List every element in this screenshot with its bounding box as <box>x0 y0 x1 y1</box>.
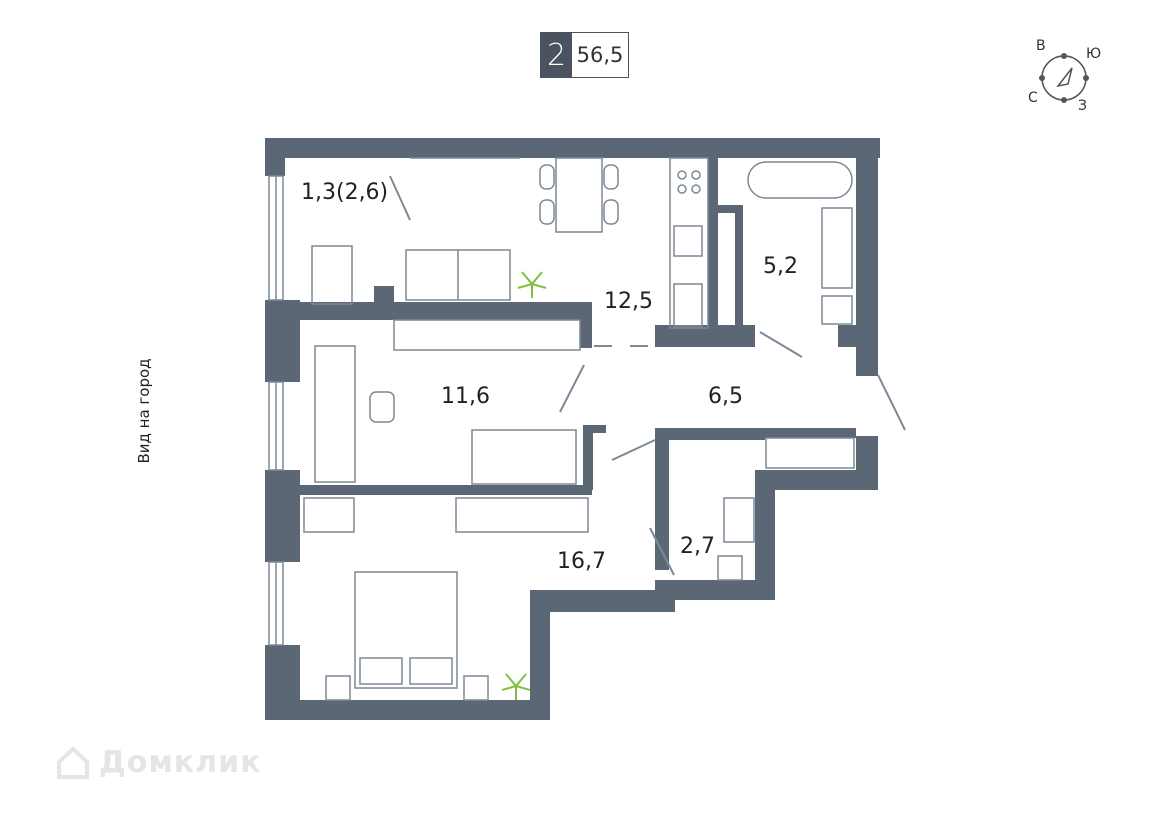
room-area-bedroom: 16,7 <box>557 549 606 574</box>
compass-icon <box>1039 53 1089 103</box>
interior-walls <box>300 158 858 570</box>
watermark-text: Домклик <box>99 744 262 780</box>
compass-north: В <box>1036 38 1046 54</box>
furniture <box>303 157 855 701</box>
outer-walls <box>265 138 880 720</box>
total-area: 56,5 <box>572 33 628 77</box>
room-area-study: 11,6 <box>441 384 490 409</box>
room-area-bathroom: 5,2 <box>763 254 798 279</box>
room-area-kitchen: 12,5 <box>604 289 653 314</box>
compass-east: Ю <box>1086 46 1102 62</box>
room-area-hall: 6,5 <box>708 384 743 409</box>
plants <box>501 271 547 700</box>
house-logo-icon <box>57 746 89 779</box>
room-area-balcony: 1,3(2,6) <box>301 180 389 205</box>
windows <box>268 175 284 646</box>
view-label: Вид на город <box>135 358 153 464</box>
unit-badge: 2 56,5 <box>540 32 629 78</box>
watermark: Домклик <box>55 744 262 780</box>
compass-west: С <box>1028 90 1038 106</box>
compass-south: З <box>1078 98 1087 114</box>
doors <box>389 175 906 576</box>
room-area-toilet: 2,7 <box>680 534 715 559</box>
room-count: 2 <box>541 33 572 77</box>
compass: В Ю С З <box>1020 38 1110 118</box>
